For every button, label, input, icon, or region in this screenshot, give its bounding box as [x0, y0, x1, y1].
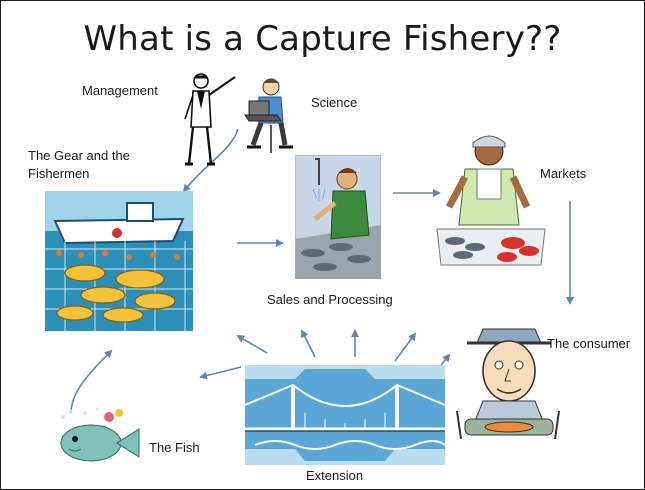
label-science: Science — [311, 95, 358, 110]
label-extension: Extension — [306, 468, 364, 483]
gear-fishermen-image — [45, 191, 193, 331]
science-figure — [244, 78, 293, 153]
arrow-extension-up-3 — [394, 332, 417, 362]
slide-title: What is a Capture Fishery?? — [83, 19, 562, 59]
markets-image — [436, 135, 546, 266]
arrow-science-to-gear — [182, 128, 239, 193]
label-gear-line2: Fishermen — [28, 166, 90, 181]
label-consumer: The consumer — [547, 336, 631, 351]
label-sales-processing: Sales and Processing — [267, 292, 393, 307]
arrow-extension-to-gear — [236, 334, 268, 354]
arrow-extension-up-1 — [301, 329, 316, 358]
label-management: Management — [82, 83, 158, 98]
management-figure — [184, 73, 236, 166]
consumer-image — [456, 328, 560, 440]
label-fish: The Fish — [149, 440, 200, 455]
arrow-fish-to-gear — [70, 349, 113, 414]
sales-processing-image — [295, 155, 381, 279]
fish-image — [60, 407, 140, 462]
label-gear-line1: The Gear and the — [28, 148, 130, 163]
extension-bridge-image — [245, 365, 445, 465]
label-markets: Markets — [540, 166, 587, 181]
arrow-extension-to-fish — [199, 366, 242, 380]
